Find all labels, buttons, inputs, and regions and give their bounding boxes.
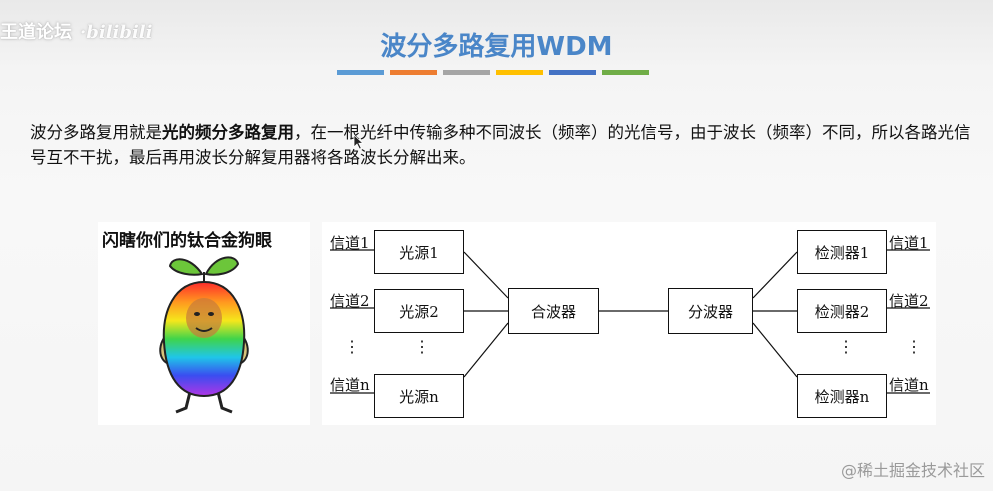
output-channel-label: 信道1 — [889, 234, 929, 252]
wdm-diagram: 信道1 信道2 信道n 光源1 光源2 光源n ⋮ ⋮ ⋮ ⋮ 合波器 分波器 … — [322, 222, 936, 425]
ellipsis-marker: ⋮ — [906, 337, 922, 356]
light-source-box: 光源1 — [374, 230, 464, 274]
paragraph-text-after: ，在一根光纤中传输多种不同波长（频率）的光信号，由于波长（频率）不同，所以各路光… — [30, 123, 971, 167]
light-source-box: 光源2 — [374, 289, 464, 333]
detector-box: 检测器n — [797, 374, 887, 418]
paragraph-text-before: 波分多路复用就是 — [30, 123, 162, 142]
title-color-bars — [337, 70, 655, 75]
color-bar — [443, 70, 490, 75]
color-bar — [602, 70, 649, 75]
color-bar — [390, 70, 437, 75]
meme-caption: 闪瞎你们的钛合金狗眼 — [102, 231, 272, 251]
input-channel-label: 信道2 — [330, 292, 370, 310]
logo-text: 王道论坛 — [0, 22, 72, 43]
detector-box: 检测器2 — [797, 289, 887, 333]
light-source-box: 光源n — [374, 374, 464, 418]
juejin-watermark: @稀土掘金技术社区 — [840, 461, 985, 480]
color-bar — [337, 70, 384, 75]
color-bar — [496, 70, 543, 75]
ellipsis-marker: ⋮ — [344, 337, 360, 356]
diagram-connectors — [330, 249, 930, 394]
paragraph-bold-term: 光的频分多路复用 — [162, 123, 294, 142]
description-paragraph: 波分多路复用就是光的频分多路复用，在一根光纤中传输多种不同波长（频率）的光信号，… — [30, 120, 975, 170]
wangdao-logo: 王道论坛 ·bilibili — [0, 18, 152, 44]
logo-script-text: ·bilibili — [80, 22, 153, 43]
combiner-box: 合波器 — [508, 288, 599, 334]
input-channel-label: 信道1 — [330, 234, 370, 252]
ellipsis-marker: ⋮ — [838, 337, 854, 356]
meme-panel: 闪瞎你们的钛合金狗眼 — [98, 222, 310, 425]
output-channel-label: 信道2 — [889, 292, 929, 310]
input-channel-label: 信道n — [330, 376, 370, 394]
output-channel-label: 信道n — [889, 376, 929, 394]
mouse-cursor-icon — [353, 134, 365, 150]
rainbow-bean-sprout-meme-image — [159, 256, 249, 414]
slide-title: 波分多路复用WDM — [380, 32, 613, 62]
ellipsis-marker: ⋮ — [414, 337, 430, 356]
splitter-box: 分波器 — [668, 288, 753, 334]
detector-box: 检测器1 — [797, 230, 887, 274]
color-bar — [549, 70, 596, 75]
